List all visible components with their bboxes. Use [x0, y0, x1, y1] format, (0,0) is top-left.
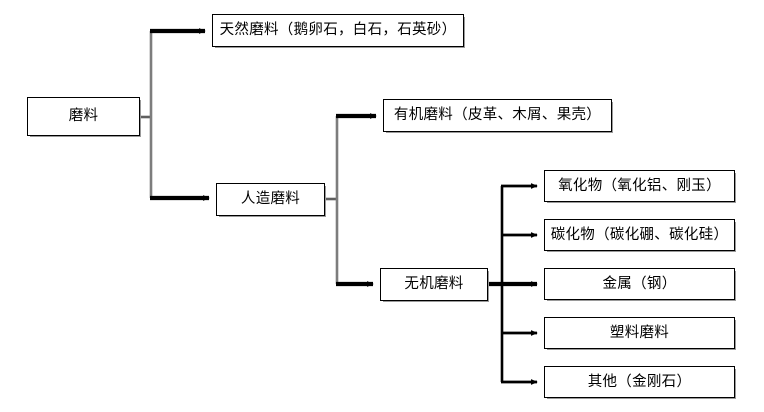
- edge-group-artificial: [325, 113, 377, 287]
- node-plastic-abrasive-label: 塑料磨料: [609, 324, 670, 341]
- node-root[interactable]: 磨料: [27, 97, 141, 137]
- node-natural-abrasive-label: 天然磨料（鹅卵石，白石，石英砂）: [219, 22, 457, 39]
- node-inorganic-abrasive[interactable]: 无机磨料: [380, 268, 489, 302]
- edge-group-root: [140, 28, 210, 201]
- node-other-label: 其他（金刚石）: [587, 373, 692, 390]
- node-carbide-label: 碳化物（碳化硼、碳化硅）: [550, 226, 729, 243]
- node-plastic-abrasive[interactable]: 塑料磨料: [544, 317, 736, 350]
- node-oxide[interactable]: 氧化物（氧化铝、刚玉）: [544, 170, 736, 203]
- node-natural-abrasive[interactable]: 天然磨料（鹅卵石，白石，石英砂）: [212, 14, 465, 48]
- node-organic-abrasive-label: 有机磨料（皮革、木屑、果壳）: [393, 107, 602, 124]
- node-inorganic-abrasive-label: 无机磨料: [404, 276, 464, 293]
- node-root-label: 磨料: [68, 108, 99, 125]
- node-metal[interactable]: 金属（钢）: [544, 268, 736, 301]
- node-organic-abrasive[interactable]: 有机磨料（皮革、木屑、果壳）: [383, 99, 613, 133]
- node-artificial-abrasive[interactable]: 人造磨料: [216, 183, 326, 217]
- node-carbide[interactable]: 碳化物（碳化硼、碳化硅）: [544, 219, 736, 252]
- edge-group-inorganic: [488, 183, 538, 385]
- node-oxide-label: 氧化物（氧化铝、刚玉）: [558, 177, 721, 194]
- node-metal-label: 金属（钢）: [602, 275, 677, 292]
- node-other[interactable]: 其他（金刚石）: [544, 366, 736, 399]
- node-artificial-abrasive-label: 人造磨料: [240, 191, 301, 208]
